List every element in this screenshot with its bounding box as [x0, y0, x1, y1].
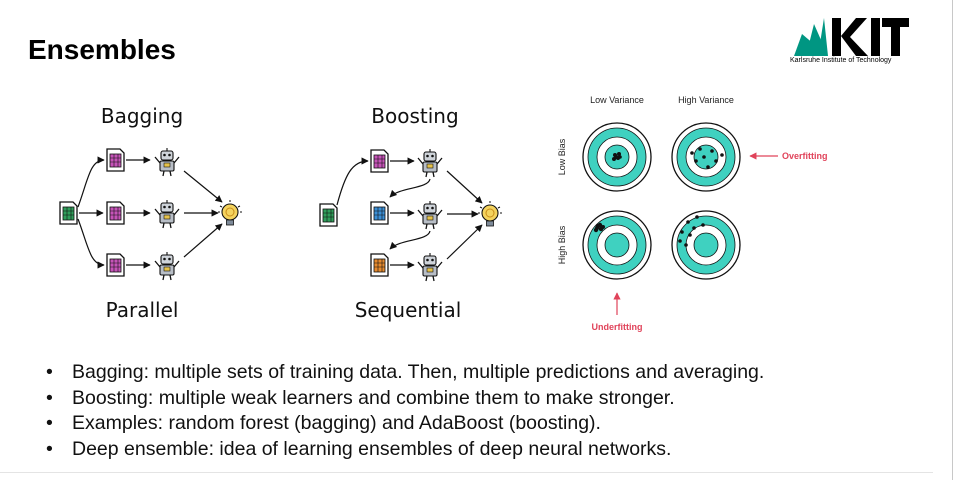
bagging-source-data-icon	[59, 201, 78, 225]
bagging-diagram	[59, 147, 243, 281]
ensemble-figure: Bagging Parallel Boosting	[59, 95, 828, 332]
bagging-learner-2-icon	[154, 199, 180, 229]
low-bias-label: Low Bias	[557, 138, 567, 175]
bullet-text: Deep ensemble: idea of learning ensemble…	[72, 437, 672, 460]
bullet-dot-icon: •	[46, 412, 53, 434]
bullet-item: • Examples: random forest (bagging) and A…	[46, 411, 764, 437]
boosting-prediction-bulb-icon	[477, 200, 503, 227]
bagging-sample-1-icon	[106, 148, 125, 172]
bagging-sample-3-icon	[106, 253, 125, 277]
bagging-learner-3-icon	[154, 251, 180, 281]
bullet-text: Boosting: multiple weak learners and com…	[72, 386, 675, 409]
low-variance-label: Low Variance	[590, 95, 644, 105]
bullet-dot-icon: •	[46, 361, 53, 383]
boosting-caption: Sequential	[355, 298, 462, 322]
target-low-bias-low-variance	[582, 122, 652, 192]
target-low-bias-high-variance	[671, 122, 741, 192]
bagging-learner-1-icon	[154, 147, 180, 177]
boosting-sample-2-icon	[370, 201, 389, 225]
boosting-sample-1-icon	[370, 149, 389, 173]
bagging-sample-2-icon	[106, 201, 125, 225]
high-bias-label: High Bias	[557, 225, 567, 264]
kit-logo-fan-icon	[794, 18, 828, 56]
bullet-list: • Bagging: multiple sets of training data…	[46, 360, 764, 462]
target-high-bias-high-variance	[671, 210, 741, 280]
boosting-learner-2-icon	[417, 200, 443, 230]
slide-bottom-divider	[0, 472, 933, 473]
slide-title: Ensembles	[28, 34, 176, 65]
bullet-item: • Bagging: multiple sets of training data…	[46, 360, 764, 386]
bagging-title: Bagging	[101, 104, 183, 128]
target-high-bias-low-variance	[582, 210, 652, 280]
bullet-item: • Boosting: multiple weak learners and co…	[46, 386, 764, 412]
boosting-sample-3-icon	[370, 253, 389, 277]
kit-logo-subtitle: Karlsruhe Institute of Technology	[790, 57, 892, 64]
bullet-text: Bagging: multiple sets of training data.…	[72, 361, 765, 383]
overfitting-label: Overfitting	[782, 151, 828, 161]
bagging-caption: Parallel	[106, 298, 179, 322]
bullet-item: • Deep ensemble: idea of learning ensembl…	[46, 437, 764, 463]
bullet-text: Examples: random forest (bagging) and Ad…	[72, 412, 601, 434]
bagging-prediction-bulb-icon	[217, 199, 243, 226]
boosting-learner-1-icon	[417, 148, 443, 178]
high-variance-label: High Variance	[678, 95, 734, 105]
bullet-dot-icon: •	[46, 386, 53, 409]
underfitting-label: Underfitting	[592, 322, 643, 332]
kit-logo	[794, 18, 909, 56]
boosting-title: Boosting	[371, 104, 458, 128]
boosting-source-data-icon	[319, 203, 338, 227]
boosting-learner-3-icon	[417, 252, 443, 282]
bullet-dot-icon: •	[46, 437, 53, 460]
boosting-diagram	[319, 148, 503, 282]
